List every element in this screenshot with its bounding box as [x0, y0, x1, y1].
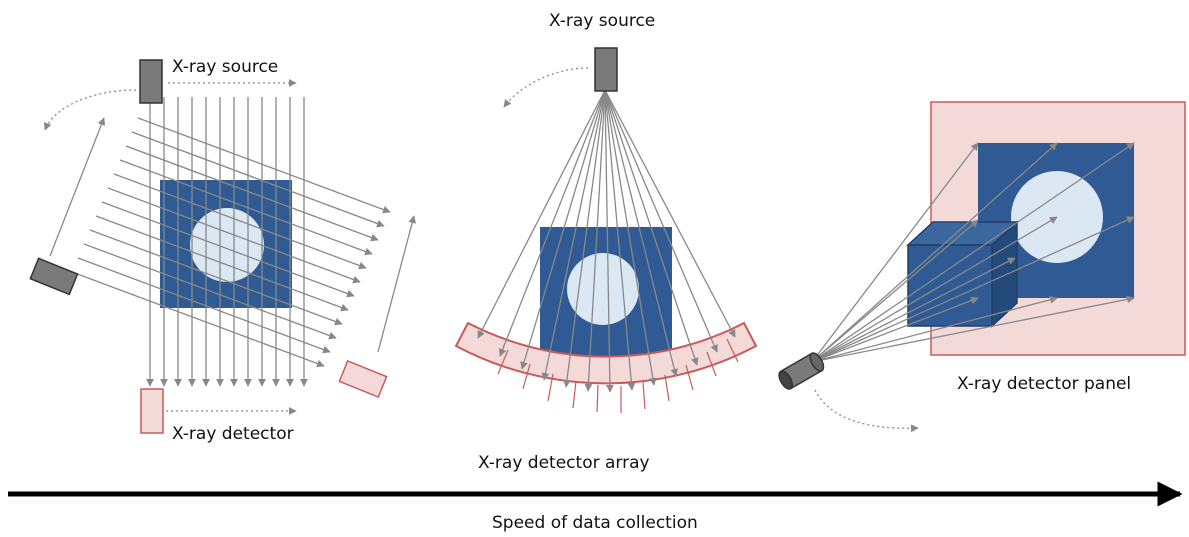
- xray-source-rotated: [29, 257, 79, 296]
- xray-source: [594, 47, 618, 92]
- xray-detector: [140, 388, 164, 434]
- rotated-rays: [71, 117, 391, 368]
- fan-source-label: X-ray source: [549, 11, 655, 31]
- xray-source: [139, 59, 163, 104]
- fan-detector-label: X-ray detector array: [478, 453, 650, 473]
- cone-detector-label: X-ray detector panel: [957, 374, 1131, 394]
- cone-rotation-arrow: [814, 389, 919, 433]
- speed-axis-label: Speed of data collection: [492, 513, 698, 533]
- scanned-cube: [906, 220, 1019, 328]
- cone-rays: [811, 142, 1135, 363]
- object-inner-circle: [567, 253, 639, 325]
- fan-rays: [477, 89, 736, 393]
- rotation-arrow: [43, 89, 137, 131]
- xray-source: [778, 352, 825, 390]
- rotated-source-translation-arrow: [49, 117, 106, 257]
- detector-array-dividers: [497, 338, 739, 413]
- fan-beam-panel: X-ray source X-ray detector array: [454, 11, 758, 473]
- rotated-detector-translation-arrow: [377, 215, 416, 353]
- parallel-source-label: X-ray source: [172, 57, 278, 77]
- object-inner-circle: [190, 208, 264, 282]
- cone-beam-panel: X-ray detector panel: [778, 101, 1186, 433]
- parallel-detector-label: X-ray detector: [172, 424, 294, 444]
- xray-detector-rotated: [338, 359, 388, 399]
- parallel-beam-panel: X-ray source X-ray detector: [29, 57, 416, 444]
- fan-rotation-arrow: [503, 67, 589, 108]
